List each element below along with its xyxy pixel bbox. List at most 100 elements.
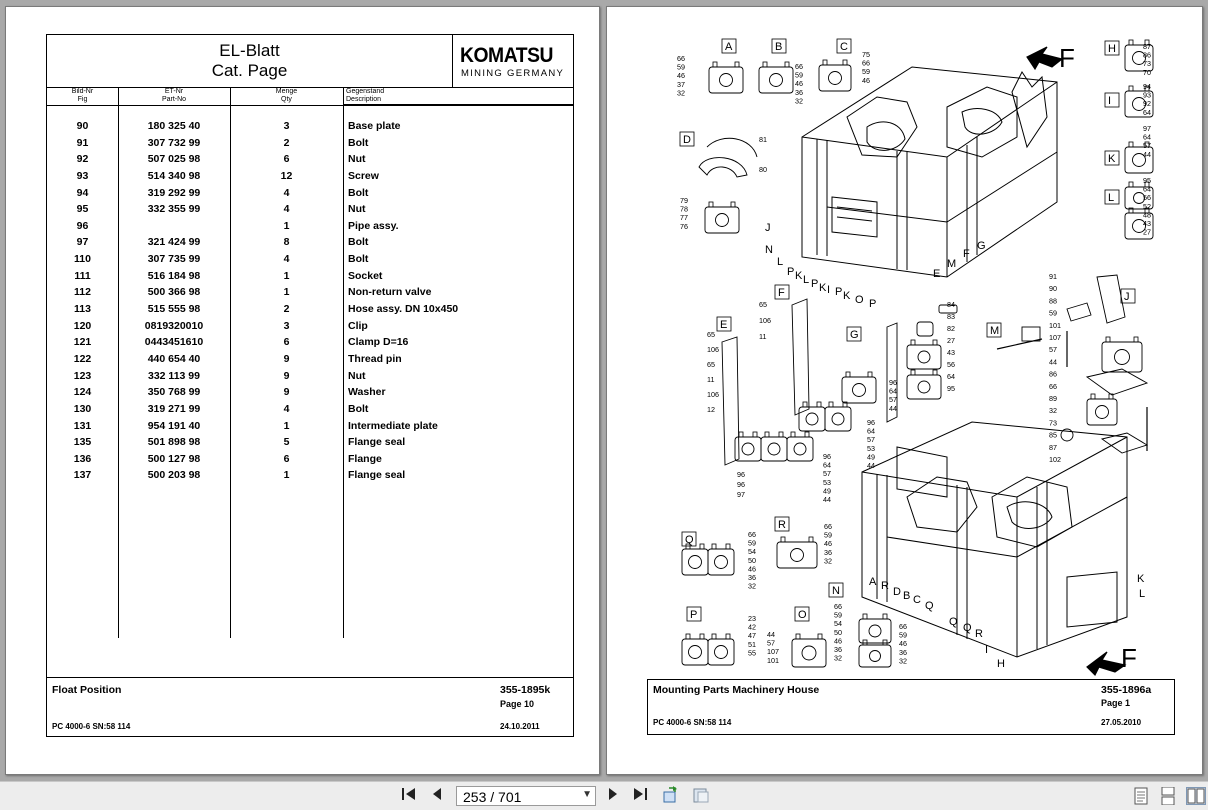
clamp-bolt bbox=[808, 536, 814, 543]
callout-number: 32 bbox=[834, 654, 842, 663]
cell-fig: 93 bbox=[76, 169, 89, 182]
first-page-icon bbox=[402, 788, 415, 800]
cell-desc: Screw bbox=[348, 169, 379, 182]
clamp-bolt bbox=[845, 371, 851, 378]
clamp-block bbox=[818, 64, 852, 92]
clamp-bore bbox=[917, 350, 931, 364]
footer-page-number: Page 10 bbox=[500, 699, 535, 709]
footer-doc-number: 355-1895k bbox=[500, 684, 551, 696]
fit-page-button[interactable] bbox=[690, 786, 712, 806]
callout-number: 106 bbox=[707, 345, 719, 354]
cell-qty: 6 bbox=[283, 336, 290, 349]
cell-fig: 112 bbox=[74, 286, 91, 299]
cell-qty: 2 bbox=[283, 136, 290, 149]
callout-number: 59 bbox=[899, 631, 907, 640]
clamp-bolt bbox=[764, 431, 770, 438]
catalog-frame: EL-Blatt Cat. Page KOMATSU MINING GERMAN… bbox=[46, 34, 574, 737]
callout-number: 76 bbox=[680, 222, 688, 231]
callout-number: 57 bbox=[889, 395, 897, 404]
column-header-fig-en: Fig bbox=[77, 95, 88, 103]
dropdown-arrow-icon: ▼ bbox=[582, 789, 592, 800]
callout-number: 87 bbox=[1143, 42, 1151, 51]
cell-part: 507 025 98 bbox=[147, 153, 201, 166]
base-plate bbox=[1085, 368, 1149, 396]
clamp-block bbox=[858, 618, 892, 644]
position-marker: L bbox=[777, 256, 783, 268]
callout-number: 65 bbox=[707, 330, 715, 339]
cell-desc: Flange bbox=[348, 452, 382, 465]
cell-qty: 1 bbox=[283, 419, 290, 432]
cell-fig: 90 bbox=[76, 120, 89, 132]
callout-number: 87 bbox=[1049, 443, 1057, 452]
callout-number: 96 bbox=[737, 480, 745, 489]
callout-number: 90 bbox=[1049, 284, 1057, 293]
callout-number: 96 bbox=[823, 452, 831, 461]
callout-number: 64 bbox=[823, 461, 831, 470]
cell-fig: 137 bbox=[73, 469, 92, 482]
position-marker: K bbox=[843, 290, 851, 302]
clamp-bore bbox=[715, 213, 729, 227]
clamp-block bbox=[824, 406, 852, 432]
callout-number: 93 bbox=[1143, 91, 1151, 100]
cell-part: 514 340 98 bbox=[147, 169, 201, 182]
cell-part: 321 424 99 bbox=[147, 236, 201, 249]
cell-desc: Socket bbox=[348, 269, 383, 282]
column-header-fig-de: Bild-Nr bbox=[71, 88, 94, 95]
page-number-selector[interactable]: 253 / 701 ▼ bbox=[456, 786, 596, 806]
header-underline bbox=[47, 88, 573, 106]
position-marker: J bbox=[765, 222, 771, 234]
cell-fig: 120 bbox=[73, 319, 92, 332]
callout-number: 106 bbox=[759, 316, 771, 325]
next-page-button[interactable] bbox=[602, 786, 624, 806]
rotate-view-button[interactable] bbox=[660, 786, 682, 806]
clamp-block bbox=[776, 541, 818, 569]
position-marker: B bbox=[903, 590, 910, 602]
callout-number: 36 bbox=[748, 573, 756, 582]
cell-part: 440 654 40 bbox=[147, 352, 201, 365]
clamp-bore bbox=[828, 71, 842, 85]
detail-letter-box bbox=[774, 516, 790, 532]
cell-fig: 96 bbox=[76, 219, 89, 232]
single-page-view-icon[interactable] bbox=[1133, 787, 1149, 805]
clamp-block bbox=[1101, 341, 1143, 373]
last-page-button[interactable] bbox=[629, 786, 651, 806]
footer-title: Float Position bbox=[52, 684, 122, 696]
clamp-bolt bbox=[699, 543, 705, 550]
clamp-bolt bbox=[784, 61, 790, 68]
clamp-bolt bbox=[780, 536, 786, 543]
callout-number: 56 bbox=[947, 360, 955, 369]
detail-letter: L bbox=[1108, 192, 1114, 204]
clamp-bore bbox=[714, 645, 728, 659]
cell-desc: Hose assy. DN 10x450 bbox=[348, 303, 459, 316]
callout-number: 94 bbox=[1143, 82, 1151, 91]
cell-fig: 91 bbox=[76, 136, 89, 149]
callout-number: 56 bbox=[1143, 193, 1151, 202]
cell-qty: 1 bbox=[283, 286, 290, 299]
callout-number: 66 bbox=[899, 622, 907, 631]
callout-number: 66 bbox=[677, 54, 685, 63]
clamp-bore bbox=[1132, 51, 1146, 65]
clamp-bolt bbox=[734, 61, 740, 68]
continuous-view-icon[interactable] bbox=[1160, 786, 1176, 806]
callout-number: 36 bbox=[899, 648, 907, 657]
clamp-bolt bbox=[842, 401, 848, 408]
position-marker: O bbox=[855, 294, 864, 306]
column-divider bbox=[343, 88, 344, 638]
first-page-button[interactable] bbox=[398, 786, 420, 806]
previous-page-button[interactable] bbox=[426, 786, 448, 806]
position-marker: R bbox=[975, 628, 983, 640]
position-marker: Q bbox=[949, 616, 958, 628]
callout-number: 32 bbox=[795, 96, 803, 105]
clamp-bore bbox=[1095, 405, 1109, 419]
clamp-block bbox=[858, 644, 892, 668]
callout-number: 57 bbox=[867, 435, 875, 444]
clamp-bolt bbox=[802, 401, 808, 408]
previous-page-icon bbox=[433, 788, 441, 800]
two-page-view-icon[interactable] bbox=[1186, 787, 1206, 805]
